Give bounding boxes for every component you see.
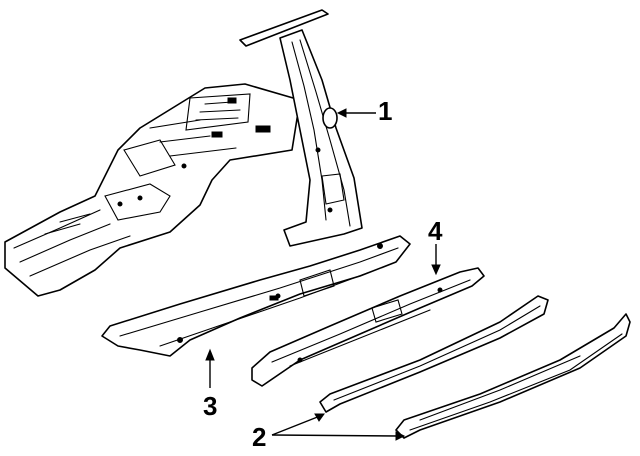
floor-rail-part-4	[251, 267, 485, 387]
callout-2: 2	[252, 422, 267, 452]
rocker-panels-part-2	[319, 295, 631, 439]
callout-3: 3	[203, 391, 218, 421]
leader-lines	[205, 108, 441, 441]
callout-4: 4	[428, 216, 443, 246]
floor-rail-part-3	[101, 235, 411, 357]
center-pillar-part-1	[239, 9, 363, 247]
floor-pan	[4, 83, 301, 297]
callout-1: 1	[378, 96, 393, 126]
